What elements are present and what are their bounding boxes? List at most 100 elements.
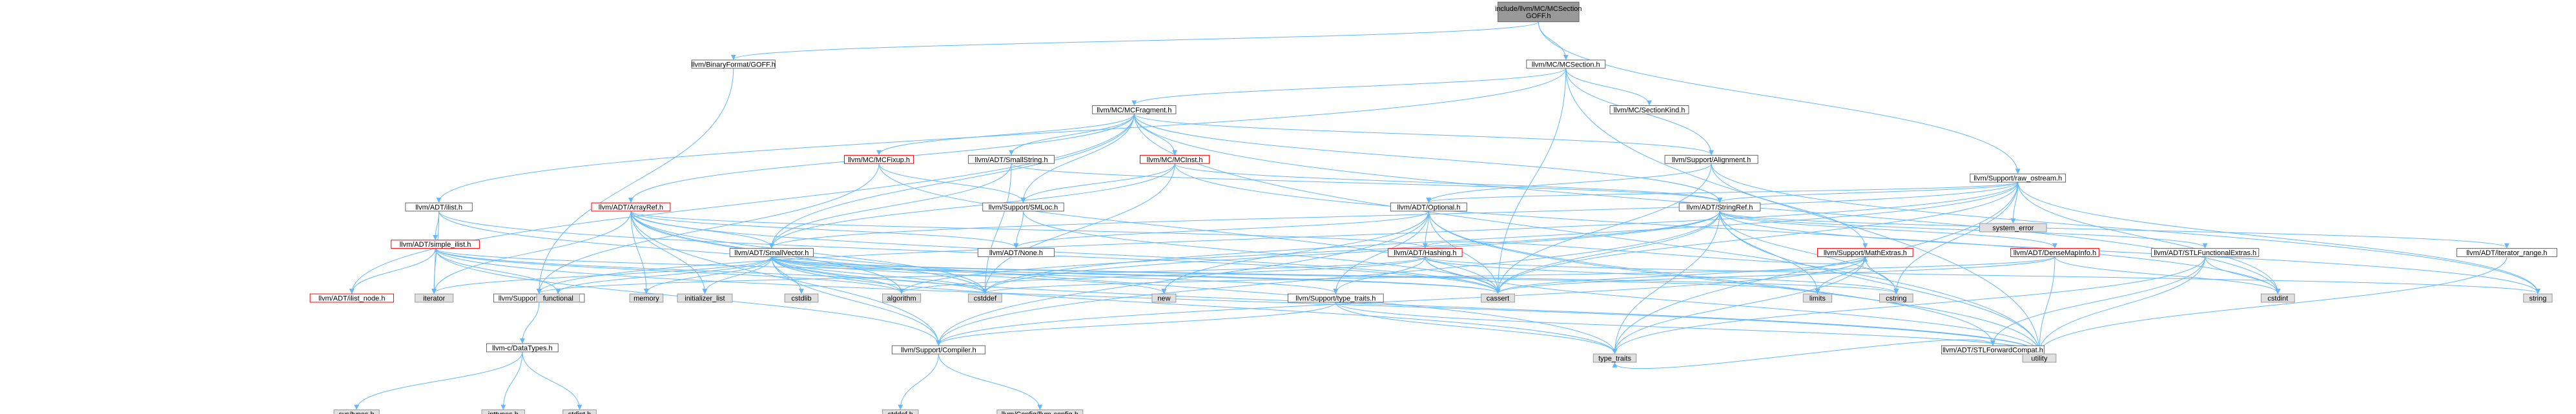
edge-densemapinfo-to-cstdint bbox=[2054, 256, 2281, 295]
node-label: cstring bbox=[1886, 295, 1906, 303]
edge-mcinst-to-cstddef bbox=[982, 163, 1175, 295]
node-label: llvm/ADT/StringRef.h bbox=[1687, 204, 1753, 212]
edge-smallstring-to-stringref bbox=[1011, 163, 1722, 203]
edge-mcsection-to-utility bbox=[1565, 68, 2042, 355]
edge-simple_ilist-to-ilist_node bbox=[349, 248, 436, 295]
node-mcinst[interactable]: llvm/MC/MCInst.h bbox=[1140, 154, 1210, 164]
node-compiler[interactable]: llvm/Support/Compiler.h bbox=[891, 345, 985, 355]
node-label: limits bbox=[1809, 295, 1826, 303]
node-box bbox=[1879, 293, 1913, 303]
edge-simple_ilist-to-iterator bbox=[431, 248, 437, 295]
node-box bbox=[391, 240, 480, 249]
edge-alignment-to-string bbox=[1711, 163, 2540, 295]
edge-mcfragment-to-smloc bbox=[1020, 114, 1135, 203]
node-label: llvm/BinaryFormat/GOFF.h bbox=[692, 61, 776, 68]
edge-hashing-to-mathextras bbox=[1425, 241, 1868, 264]
node-type_traits: type_traits bbox=[1592, 353, 1637, 362]
edge-mcfixup-to-smloc bbox=[878, 163, 1026, 203]
node-box bbox=[1151, 293, 1177, 303]
node-arrayref[interactable]: llvm/ADT/ArrayRef.h bbox=[591, 202, 671, 212]
edge-arrayref-to-memory bbox=[630, 211, 649, 295]
node-box bbox=[882, 293, 922, 303]
node-box bbox=[309, 293, 394, 303]
edge-stlfunctional-to-cstdint bbox=[2205, 256, 2281, 295]
node-utility: utility bbox=[2022, 353, 2057, 362]
node-binformat_goff[interactable]: llvm/BinaryFormat/GOFF.h bbox=[691, 59, 776, 68]
edge-stringref-to-utility bbox=[1719, 211, 2042, 355]
node-box bbox=[1970, 173, 2066, 183]
edge-optional-to-type_traits_h bbox=[1333, 211, 1429, 295]
node-stringref[interactable]: llvm/ADT/StringRef.h bbox=[1678, 202, 1761, 212]
node-box bbox=[333, 409, 380, 414]
node-label: type_traits bbox=[1598, 355, 1631, 362]
node-mcsection[interactable]: llvm/MC/MCSection.h bbox=[1526, 59, 1606, 68]
edge-stlforward-to-type_traits bbox=[1612, 339, 1994, 369]
node-raw_ostream[interactable]: llvm/Support/raw_ostream.h bbox=[1970, 173, 2066, 183]
node-densemapinfo[interactable]: llvm/ADT/DenseMapInfo.h bbox=[2010, 248, 2099, 257]
edge-compiler-to-stddef bbox=[898, 354, 939, 410]
node-label: memory bbox=[634, 295, 659, 303]
node-label: iterator bbox=[423, 295, 446, 303]
edge-densemapinfo-to-utility bbox=[2036, 256, 2056, 355]
edge-stringref-to-cassert bbox=[1495, 211, 1720, 295]
edge-iterator_range-to-utility bbox=[2037, 256, 2508, 355]
node-c_datatypes[interactable]: llvm-c/DataTypes.h bbox=[486, 343, 559, 353]
node-ilist_node[interactable]: llvm/ADT/ilist_node.h bbox=[309, 293, 394, 303]
node-mcfixup[interactable]: llvm/MC/MCFixup.h bbox=[844, 154, 914, 164]
edge-hashing-to-utility bbox=[1425, 256, 2042, 355]
node-simple_ilist[interactable]: llvm/ADT/simple_ilist.h bbox=[391, 240, 480, 249]
node-memory: memory bbox=[629, 293, 664, 303]
dependency-edges bbox=[349, 21, 2540, 410]
edge-root-to-mcsection bbox=[1538, 21, 1569, 60]
node-mathextras[interactable]: llvm/Support/MathExtras.h bbox=[1817, 248, 1913, 257]
node-smloc[interactable]: llvm/Support/SMLoc.h bbox=[982, 202, 1064, 212]
edge-mcsection-to-ilist bbox=[436, 68, 1567, 203]
edge-hashing-to-cstring bbox=[1425, 256, 1899, 295]
node-label: llvm-c/DataTypes.h bbox=[492, 344, 553, 352]
node-box bbox=[891, 345, 985, 355]
node-optional[interactable]: llvm/ADT/Optional.h bbox=[1390, 202, 1468, 212]
node-iterator_range[interactable]: llvm/ADT/iterator_range.h bbox=[2456, 248, 2557, 257]
edge-compiler-to-llvm_config bbox=[938, 354, 1043, 410]
node-box bbox=[486, 343, 559, 353]
node-smallvector[interactable]: llvm/ADT/SmallVector.h bbox=[729, 248, 814, 257]
node-box bbox=[1092, 105, 1177, 114]
edge-smallvector-to-cstdlib bbox=[771, 256, 805, 295]
edge-ilist-to-cstddef bbox=[438, 211, 988, 295]
edge-mathextras-to-compiler bbox=[936, 256, 1866, 346]
edge-alignment-to-mathextras bbox=[1711, 163, 1868, 249]
edge-raw_ostream-to-cstdint bbox=[2017, 182, 2281, 295]
edge-mcinst-to-stringref bbox=[1174, 163, 1722, 203]
edge-densemapinfo-to-cassert bbox=[1495, 256, 2056, 295]
node-inttypes: inttypes.h bbox=[481, 409, 526, 414]
node-cstring: cstring bbox=[1879, 293, 1913, 303]
node-box bbox=[996, 409, 1084, 414]
edge-arrayref-to-none bbox=[630, 211, 1019, 249]
node-ilist[interactable]: llvm/ADT/ilist.h bbox=[405, 202, 473, 212]
node-stlfunctional[interactable]: llvm/ADT/STLFunctionalExtras.h bbox=[2151, 248, 2260, 257]
edge-c_datatypes-to-inttypes bbox=[500, 351, 523, 410]
edge-type_traits_h-to-compiler bbox=[936, 302, 1336, 346]
node-label: llvm/ADT/None.h bbox=[989, 249, 1043, 257]
node-label: llvm/ADT/SmallString.h bbox=[975, 156, 1048, 164]
node-sectionkind[interactable]: llvm/MC/SectionKind.h bbox=[1609, 105, 1689, 114]
edge-arrayref-to-iterator bbox=[431, 211, 632, 295]
node-smallstring[interactable]: llvm/ADT/SmallString.h bbox=[968, 154, 1055, 164]
node-mcfragment[interactable]: llvm/MC/MCFragment.h bbox=[1092, 105, 1177, 114]
node-label: llvm/MC/SectionKind.h bbox=[1614, 107, 1685, 114]
node-type_traits_h[interactable]: llvm/Support/type_traits.h bbox=[1288, 293, 1384, 303]
node-alignment[interactable]: llvm/Support/Alignment.h bbox=[1664, 154, 1758, 164]
node-box bbox=[629, 293, 664, 303]
edge-smallvector-to-cstddef bbox=[771, 256, 988, 295]
node-box bbox=[2151, 248, 2260, 257]
edge-mcinst-to-cstdint bbox=[1174, 163, 2281, 295]
node-stlforward[interactable]: llvm/ADT/STLForwardCompat.h bbox=[1941, 345, 2045, 355]
node-cstdint: cstdint bbox=[2260, 293, 2295, 303]
node-label: llvm/ADT/ilist.h bbox=[415, 204, 462, 212]
edge-smallvector-to-initializer_list bbox=[702, 256, 772, 295]
node-box bbox=[677, 293, 733, 303]
node-none[interactable]: llvm/ADT/None.h bbox=[977, 248, 1055, 257]
node-hashing[interactable]: llvm/ADT/Hashing.h bbox=[1388, 248, 1463, 257]
